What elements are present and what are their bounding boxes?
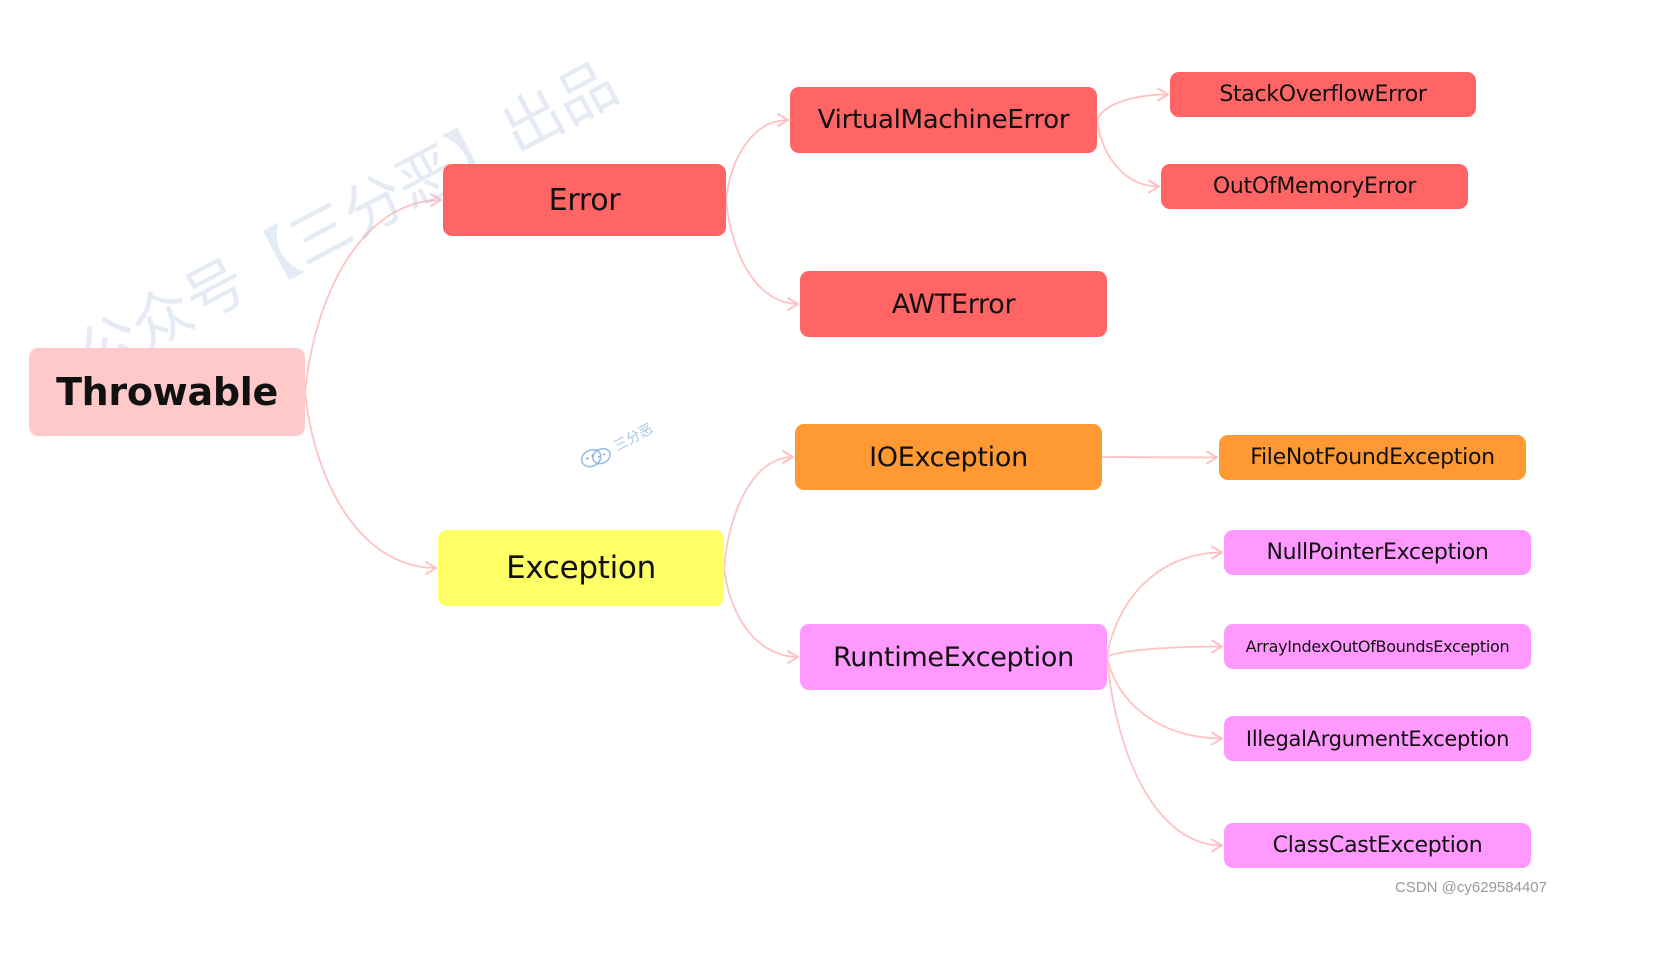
- arrowhead-illegal_argument_exception: [1211, 731, 1223, 746]
- edge-throwable-to-exception: [304, 391, 437, 569]
- arrowhead-array_index_out_of_bounds_exception: [1211, 639, 1223, 654]
- edge-io_exception-to-file_not_found_exception: [1101, 456, 1218, 459]
- edge-virtual_machine_error-to-stack_overflow_error: [1096, 93, 1169, 121]
- node-class-cast-exception: ClassCastException: [1224, 823, 1531, 868]
- node-runtime-exception: RuntimeException: [800, 624, 1107, 690]
- edge-error-to-virtual_machine_error: [725, 119, 789, 201]
- node-error: Error: [443, 164, 726, 236]
- edge-runtime_exception-to-illegal_argument_exception: [1106, 656, 1223, 740]
- node-io-exception: IOException: [795, 424, 1102, 490]
- watermark-small: 三分恶: [576, 417, 657, 474]
- edge-exception-to-io_exception: [723, 456, 794, 569]
- arrowhead-virtual_machine_error: [777, 113, 789, 127]
- node-throwable: Throwable: [29, 348, 305, 436]
- edge-runtime_exception-to-class_cast_exception: [1106, 656, 1223, 847]
- arrowhead-class_cast_exception: [1211, 838, 1223, 853]
- arrowhead-null_pointer_exception: [1211, 545, 1223, 560]
- node-stack-overflow-error: StackOverflowError: [1170, 72, 1476, 117]
- edge-exception-to-runtime_exception: [723, 567, 799, 658]
- arrowhead-exception: [425, 561, 437, 575]
- edge-runtime_exception-to-array_index_out_of_bounds_exception: [1106, 645, 1223, 658]
- edge-runtime_exception-to-null_pointer_exception: [1106, 551, 1223, 658]
- node-array-index-out-of-bounds-exception: ArrayIndexOutOfBoundsException: [1224, 624, 1531, 669]
- node-virtual-machine-error: VirtualMachineError: [790, 87, 1097, 153]
- wechat-icon: [576, 439, 616, 474]
- arrowhead-runtime_exception: [787, 650, 799, 664]
- credit-text: CSDN @cy629584407: [1395, 879, 1547, 896]
- edge-virtual_machine_error-to-out_of_memory_error: [1096, 119, 1160, 188]
- arrowhead-error: [430, 193, 442, 207]
- node-out-of-memory-error: OutOfMemoryError: [1161, 164, 1468, 209]
- arrowhead-io_exception: [782, 450, 794, 464]
- edge-throwable-to-error: [304, 199, 442, 393]
- node-file-not-found-exception: FileNotFoundException: [1219, 435, 1526, 480]
- node-exception: Exception: [438, 530, 724, 606]
- node-awt-error: AWTError: [800, 271, 1107, 337]
- node-illegal-argument-exception: IllegalArgumentException: [1224, 716, 1531, 761]
- arrowhead-out_of_memory_error: [1148, 179, 1160, 194]
- arrowhead-awt_error: [787, 297, 799, 311]
- edge-error-to-awt_error: [725, 199, 799, 305]
- node-null-pointer-exception: NullPointerException: [1224, 530, 1531, 575]
- arrowhead-file_not_found_exception: [1206, 450, 1218, 465]
- arrowhead-stack_overflow_error: [1157, 87, 1169, 102]
